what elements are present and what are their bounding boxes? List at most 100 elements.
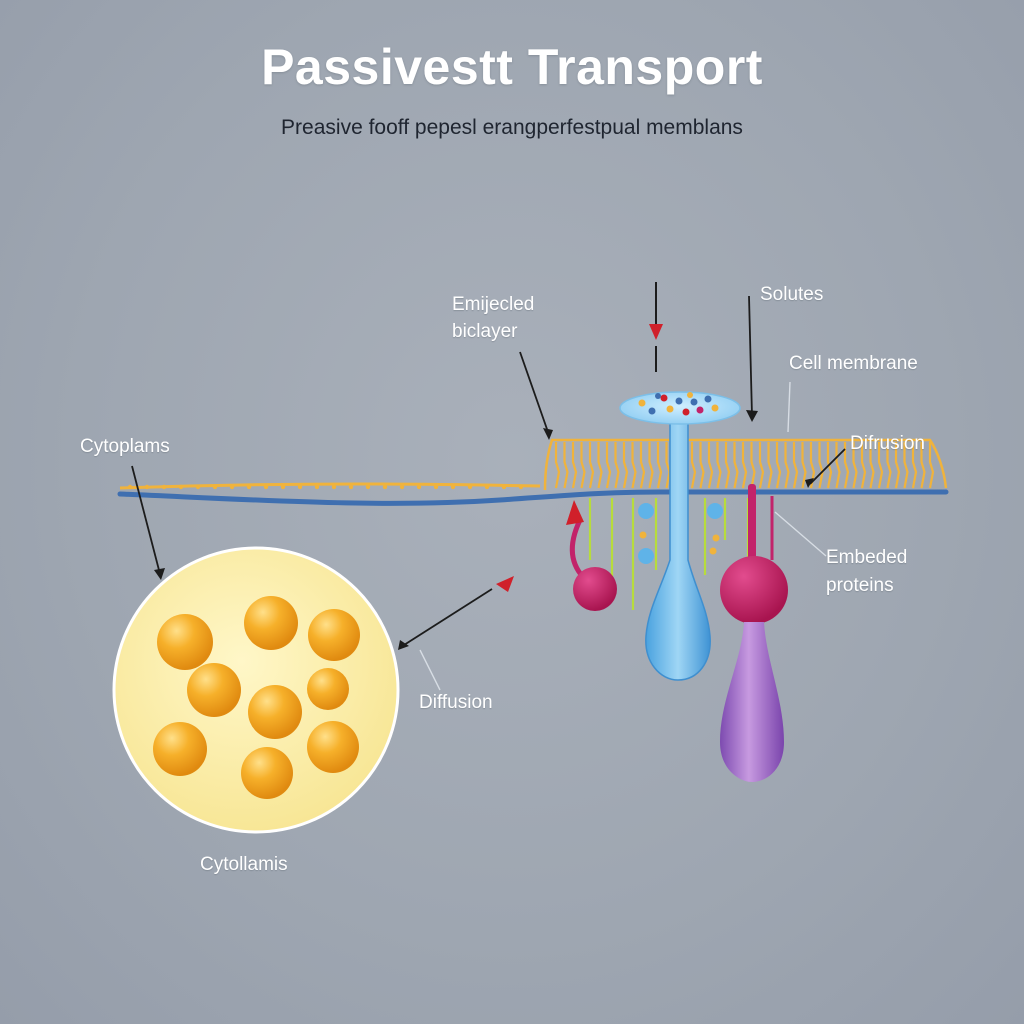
cytoplasm-sphere (308, 609, 360, 661)
lipid-tail (835, 442, 841, 489)
lipid-tail (597, 442, 603, 489)
lipid-tail (911, 442, 918, 489)
lipid-tail (707, 442, 714, 489)
cytoplasm-sphere (244, 596, 298, 650)
label-proteins: proteins (826, 575, 894, 596)
lipid-bead (212, 484, 218, 490)
pointer-lines-light (419, 381, 827, 691)
lipid-bead (178, 484, 184, 490)
label-emijecled: Emijecled (452, 294, 535, 315)
cytoplasm-sphere (187, 663, 241, 717)
lipid-tail (784, 442, 790, 489)
page-subtitle: Preasive fooff pepesl erangperfestpual m… (281, 116, 743, 139)
solute-entry-arrow (649, 282, 663, 372)
lipid-tail (605, 442, 612, 489)
lipid-tail (631, 442, 637, 489)
red-diffusion-arrowhead (496, 576, 514, 592)
lipid-tail (877, 442, 884, 489)
lipid-tail (571, 442, 578, 489)
lipid-bead (348, 484, 354, 490)
carrier-protein-left (566, 500, 617, 611)
lipid-tail (690, 442, 697, 489)
lipid-bead (433, 484, 439, 490)
lipid-tail (903, 442, 909, 489)
lipid-tail (554, 442, 561, 489)
lipid-bead (161, 484, 167, 490)
lipid-bead (246, 484, 252, 490)
label-solutes: Solutes (760, 284, 824, 305)
lipid-bead (229, 484, 235, 490)
channel-protein (619, 391, 741, 681)
cell-membrane-line (117, 489, 949, 506)
lipid-bead (280, 484, 286, 490)
lipid-tail (860, 442, 867, 489)
lipid-tail (724, 442, 731, 489)
lipid-tail (716, 442, 722, 489)
lipid-tail (928, 442, 935, 489)
lipid-tail (733, 442, 739, 489)
solute-particles (638, 392, 719, 416)
left-lipid-line (119, 482, 541, 490)
pointer-lines (131, 295, 846, 646)
lipid-bead (518, 484, 524, 490)
arrowheads (154, 410, 814, 650)
cytoplasm-sphere (248, 685, 302, 739)
lipid-tail (801, 442, 807, 489)
lipid-tail (869, 442, 875, 489)
bilayer-outline (543, 438, 948, 491)
lipid-tail (826, 442, 833, 489)
lipid-bead (399, 484, 405, 490)
lipid-tail (580, 442, 586, 489)
lipid-bead (144, 484, 150, 490)
cytoplasm-sphere (241, 747, 293, 799)
label-cytoplams: Cytoplams (80, 436, 170, 457)
lipid-tail (656, 442, 663, 489)
bilayer-lipid-tails (554, 442, 935, 489)
lipid-tail (648, 442, 654, 489)
lipid-tail (886, 442, 892, 489)
lipid-tail (563, 442, 569, 489)
lipid-tail (920, 442, 926, 489)
label-diffusion-center: Diffusion (419, 692, 493, 713)
lipid-tail (639, 442, 646, 489)
lipid-bead (382, 484, 388, 490)
lipid-bead (450, 484, 456, 490)
lipid-bead (331, 484, 337, 490)
cytoplasm-sphere (153, 722, 207, 776)
ion-beads (638, 503, 723, 564)
lipid-tail (665, 442, 671, 489)
label-cell-membrane: Cell membrane (789, 353, 918, 374)
lipid-tail (588, 442, 595, 489)
lipid-bead (501, 484, 507, 490)
lipid-bead (416, 484, 422, 490)
label-difrusion-right: Difrusion (850, 433, 925, 454)
lipid-tail (622, 442, 629, 489)
lipid-tail (614, 442, 620, 489)
lipid-bead (314, 484, 320, 490)
lipid-bead (484, 484, 490, 490)
left-lipid-beads (127, 484, 524, 490)
label-embeded: Embeded (826, 547, 908, 568)
lipid-tail (852, 442, 858, 489)
lipid-tail (792, 442, 799, 489)
cytoplasm-sphere (307, 668, 349, 710)
label-cytollamis: Cytollamis (200, 854, 288, 875)
page-title: Passivestt Transport (261, 39, 763, 95)
cytoplasm-sphere (157, 614, 213, 670)
cytoplasm-sphere (307, 721, 359, 773)
lipid-bead (127, 484, 133, 490)
lipid-tail (818, 442, 824, 489)
lipid-bead (263, 484, 269, 490)
lipid-tail (699, 442, 705, 489)
lipid-tail (750, 442, 756, 489)
lipid-bead (467, 484, 473, 490)
lipid-bead (297, 484, 303, 490)
lipid-tail (894, 442, 901, 489)
lipid-bead (195, 484, 201, 490)
lipid-tail (767, 442, 773, 489)
lipid-bead (365, 484, 371, 490)
lipid-tail (741, 442, 748, 489)
label-biclayer: biclayer (452, 321, 518, 342)
embedded-protein-right (720, 484, 788, 782)
